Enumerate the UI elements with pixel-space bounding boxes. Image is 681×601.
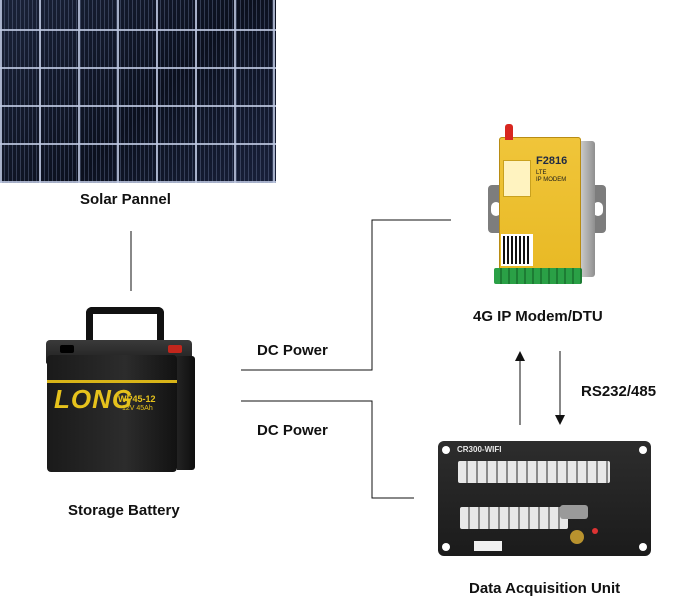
dc-power-link-modem <box>241 220 451 370</box>
dc-power-link-dau <box>241 401 414 498</box>
